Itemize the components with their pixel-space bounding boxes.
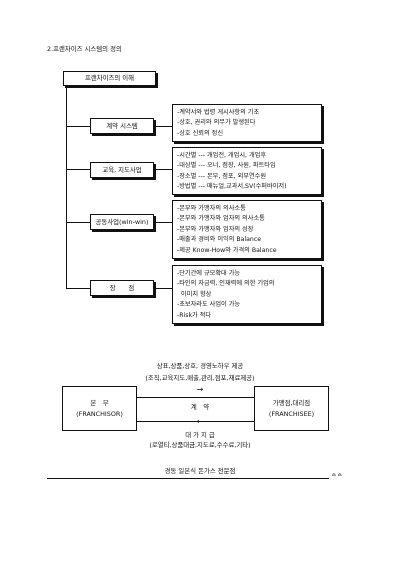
detail-item: -시간별 --- 개업전, 개업시, 개업후 (177, 152, 267, 159)
connector-2 (66, 169, 90, 170)
connector-r1 (154, 126, 172, 127)
payment-line-2: (로열티,상품대금,지도료,수수료,기타) (149, 441, 251, 449)
detail-box-2: -시간별 --- 개업전, 개업시, 개업후 -대상별 --- 오너, 점장, … (172, 147, 322, 195)
franchisee-title: 가맹점,대리점 (272, 398, 311, 407)
franchisor-subtitle: (FRANCHISOR) (76, 410, 123, 418)
branch-label: 장 점 (109, 283, 135, 292)
detail-item: -방법별 --- 매뉴얼,교과서,SV(수퍼바이저) (177, 183, 287, 191)
connector-r3 (154, 222, 172, 223)
detail-item: -계약서와 법령 게시사항의 기초 (177, 109, 260, 116)
contract-label: 계 약 (190, 403, 210, 411)
connector-1 (66, 126, 90, 127)
detail-item: -단기간에 규모확대 가능 (177, 270, 241, 277)
page-number: ᅀᅀ (331, 472, 343, 480)
footer-label: 경동 일본식 돈가스 전문점 (164, 467, 236, 475)
relation-top-line (137, 397, 254, 398)
branch-label: 교육, 지도사업 (102, 165, 142, 174)
detail-item: 이미지 향상 (177, 290, 212, 298)
provide-line-2: (조직,교육지도,매출,관리,점포,재료제공) (145, 374, 255, 382)
branch-label: 공동사업(win-win) (95, 217, 149, 226)
detail-item: -상호 신뢰의 정신 (177, 129, 224, 137)
detail-item: -본부와 가맹자의 의사소통 (177, 205, 246, 212)
root-box: 프랜차이즈의 이해 (63, 71, 156, 86)
detail-item: -대상별 --- 오너, 점장, 사원, 파트타임 (177, 162, 276, 170)
franchisee-box: 가맹점,대리점 (FRANCHISEE) (254, 386, 329, 431)
detail-item: -제공 Know-How와 가격의 Balance (177, 246, 277, 254)
detail-item: -매출과 경비와 이익의 Balance (177, 236, 262, 244)
relation-bottom-line (137, 421, 254, 422)
root-label: 프랜차이즈의 이해 (84, 74, 135, 83)
connector-4 (66, 288, 90, 289)
branch-label-box-3: 공동사업(win-win) (90, 214, 154, 230)
branch-label-box-2: 교육, 지도사업 (90, 162, 154, 178)
arrow-right-icon: → (196, 385, 204, 394)
trunk-line (66, 88, 67, 288)
detail-item: -초보자라도 사업이 가능 (177, 301, 241, 309)
detail-item: -본부와 가맹자와 업자의 성장 (177, 225, 254, 233)
provide-line-1: 상표,상품,상호, 경영노하우 제공 (156, 362, 244, 370)
franchisor-title: 본 부 (90, 398, 109, 407)
branch-label-box-1: 계약 시스템 (90, 118, 154, 134)
detail-box-3: -본부와 가맹자의 의사소통 -본부와 가맹자와 업자의 의사소통 -본부와 가… (172, 200, 322, 259)
connector-r2 (154, 169, 172, 170)
section-title: 2.프랜차이즈 시스템의 정의 (47, 45, 122, 53)
branch-label-box-4: 장 점 (90, 280, 154, 296)
detail-box-4: -단기간에 규모확대 가능 -타인의 자금력, 인재력에 의한 기업의 이미지 … (172, 265, 322, 324)
detail-box-1: -계약서와 법령 게시사항의 기초 -상호, 권리와 의무가 발생된다 -상호 … (172, 104, 322, 142)
detail-item: -타인의 자금력, 인재력에 의한 기업의 (177, 280, 275, 288)
arrow-left-icon: ← (196, 417, 204, 426)
detail-item: -Risk가 적다 (177, 311, 212, 319)
franchisor-box: 본 부 (FRANCHISOR) (62, 386, 137, 431)
detail-item: -장소별 --- 본부, 점포, 외부연수원 (177, 172, 267, 180)
branch-label: 계약 시스템 (106, 121, 138, 130)
detail-item: -상호, 권리와 의무가 발생된다 (177, 119, 256, 127)
connector-3 (66, 222, 90, 223)
payment-line-1: 대 가 지 급 (185, 431, 215, 439)
detail-item: -본부와 가맹자와 업자의 의사소통 (177, 215, 265, 223)
connector-r4 (154, 288, 172, 289)
footer-rule (47, 478, 329, 479)
franchisee-subtitle: (FRANCHISEE) (268, 410, 315, 418)
